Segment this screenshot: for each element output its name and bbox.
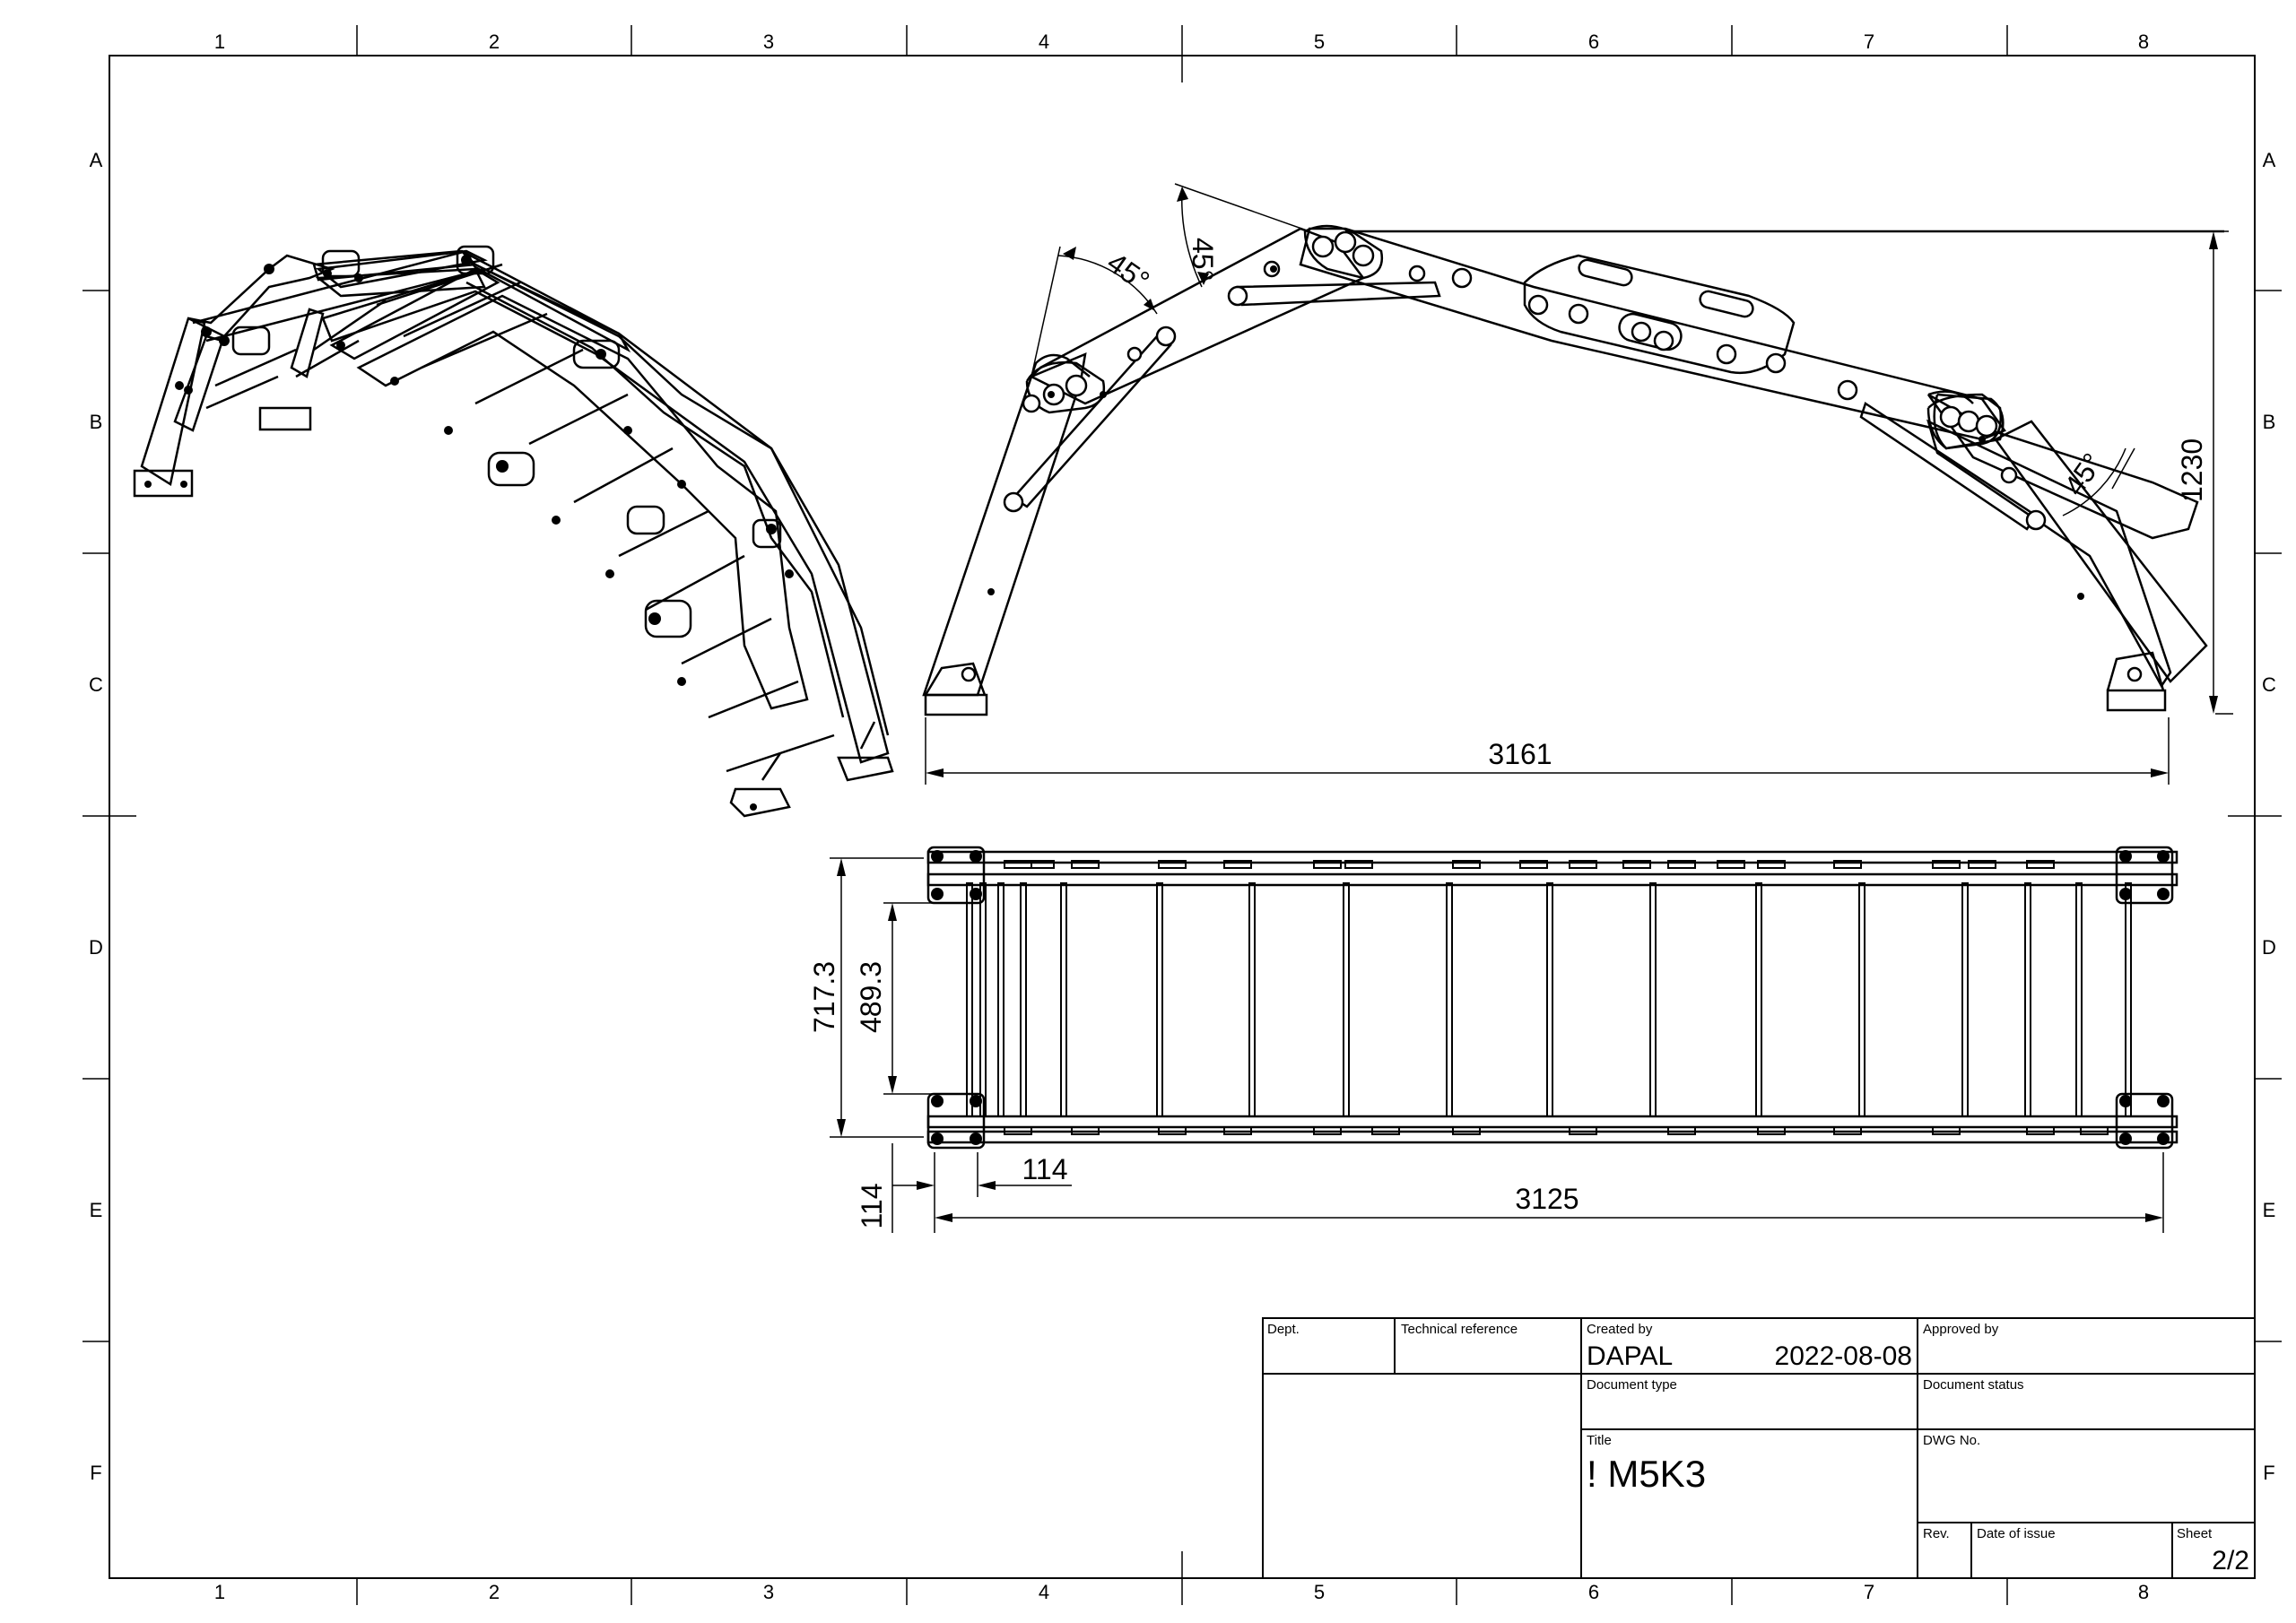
- end-offset-vertical-dimension: 114: [856, 1183, 888, 1228]
- col-label-top: 1: [214, 30, 225, 53]
- col-label-bottom: 5: [1314, 1581, 1325, 1603]
- col-label-bottom: 1: [214, 1581, 225, 1603]
- width-dimension-side: 3161: [1488, 738, 1552, 770]
- created-by-value: DAPAL: [1587, 1341, 1673, 1371]
- drawing-title: ! M5K3: [1587, 1453, 1706, 1495]
- zone-labels: 1 2 3 4 5 6 7 8 1 2 3 4 5 6 7 8 A B C D …: [89, 30, 2276, 1603]
- title-label: Title: [1587, 1433, 1612, 1448]
- side-view-dots: [987, 265, 2084, 600]
- inner-width-dimension: 489.3: [855, 961, 887, 1033]
- document-status-label: Document status: [1923, 1377, 2024, 1393]
- col-label-top: 3: [763, 30, 774, 53]
- col-label-bottom: 4: [1039, 1581, 1049, 1603]
- row-label-right: B: [2263, 411, 2276, 433]
- outer-width-dimension: 717.3: [808, 961, 840, 1033]
- document-type-label: Document type: [1587, 1377, 1677, 1393]
- col-label-bottom: 3: [763, 1581, 774, 1603]
- row-label-left: A: [90, 149, 103, 171]
- row-label-right: D: [2262, 936, 2276, 959]
- rev-label: Rev.: [1923, 1526, 1950, 1541]
- col-label-top: 6: [1588, 30, 1599, 53]
- col-label-bottom: 8: [2138, 1581, 2149, 1603]
- zone-grid-ticks: [83, 25, 2282, 1605]
- top-view-clamps: [1004, 860, 2109, 1135]
- angle-dimension-left-inner: 45°: [1101, 246, 1155, 297]
- dept-label: Dept.: [1267, 1322, 1300, 1337]
- title-block: [1262, 1317, 2256, 1579]
- row-label-left: B: [90, 411, 103, 433]
- sheet-number: 2/2: [2212, 1546, 2249, 1575]
- row-label-left: D: [89, 936, 103, 959]
- row-label-right: F: [2263, 1462, 2274, 1484]
- created-date-value: 2022-08-08: [1775, 1341, 1912, 1371]
- top-view-rungs: [966, 882, 2132, 1117]
- row-label-left: F: [90, 1462, 101, 1484]
- date-of-issue-label: Date of issue: [1977, 1526, 2056, 1541]
- col-label-top: 2: [489, 30, 500, 53]
- top-view-bolts: [931, 850, 2170, 1145]
- approved-by-label: Approved by: [1923, 1322, 1999, 1337]
- row-label-left: C: [89, 673, 103, 696]
- drawing-border: [109, 55, 2256, 1579]
- side-view-bolts: [1003, 230, 2047, 531]
- dwg-no-label: DWG No.: [1923, 1433, 1980, 1448]
- col-label-bottom: 6: [1588, 1581, 1599, 1603]
- row-label-right: A: [2263, 149, 2276, 171]
- col-label-top: 4: [1039, 30, 1049, 53]
- row-label-left: E: [90, 1199, 103, 1221]
- col-label-bottom: 2: [489, 1581, 500, 1603]
- length-dimension-top: 3125: [1515, 1183, 1578, 1215]
- top-view: [926, 846, 2179, 1150]
- technical-reference-label: Technical reference: [1401, 1322, 1518, 1337]
- isometric-view: [133, 245, 894, 818]
- col-label-top: 8: [2138, 30, 2149, 53]
- sheet-label: Sheet: [2177, 1526, 2213, 1541]
- top-view-arrowheads: [837, 858, 2163, 1222]
- row-label-right: E: [2263, 1199, 2276, 1221]
- side-view: [922, 224, 2224, 716]
- side-view-arrowheads: [926, 187, 2218, 777]
- height-dimension: 1230: [2176, 438, 2208, 502]
- col-label-top: 5: [1314, 30, 1325, 53]
- row-label-right: C: [2262, 673, 2276, 696]
- created-by-label: Created by: [1587, 1322, 1653, 1337]
- col-label-bottom: 7: [1864, 1581, 1874, 1603]
- col-label-top: 7: [1864, 30, 1874, 53]
- isometric-bolts: [144, 255, 794, 811]
- top-view-dimensions: [830, 857, 2164, 1233]
- end-offset-horizontal-dimension: 114: [1022, 1153, 1067, 1185]
- angle-dimension-left-outer: 45°: [1187, 238, 1219, 281]
